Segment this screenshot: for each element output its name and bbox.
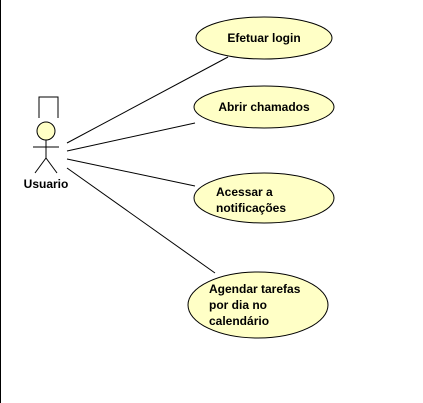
use-case-label: notificações bbox=[216, 201, 286, 215]
actor-usuario[interactable]: Usuario bbox=[24, 96, 69, 191]
association-login bbox=[66, 56, 229, 144]
use-case-agendar-tarefas[interactable]: Agendar tarefas por dia no calendário bbox=[187, 271, 329, 339]
use-case-ellipse bbox=[193, 85, 335, 129]
use-case-ellipse bbox=[187, 271, 329, 339]
associations bbox=[66, 56, 229, 274]
use-case-abrir-chamados[interactable]: Abrir chamados bbox=[193, 85, 335, 129]
actor-name: Usuario bbox=[24, 177, 69, 191]
use-case-label: calendário bbox=[209, 314, 269, 328]
association-notificacoes bbox=[66, 158, 196, 187]
association-tarefas bbox=[66, 167, 216, 274]
use-case-efetuar-login[interactable]: Efetuar login bbox=[195, 16, 333, 60]
use-case-label: Acessar a bbox=[216, 185, 273, 199]
use-case-label: por dia no bbox=[209, 298, 267, 312]
use-case-label: Abrir chamados bbox=[218, 100, 310, 114]
stick-figure-actor-icon bbox=[33, 96, 59, 174]
diagram-frame-edge bbox=[0, 0, 1, 403]
use-case-label: Agendar tarefas bbox=[209, 282, 301, 296]
association-chamados bbox=[66, 122, 196, 152]
use-case-ellipse bbox=[193, 172, 335, 224]
use-case-ellipse bbox=[195, 16, 333, 60]
use-case-label: Efetuar login bbox=[227, 31, 300, 45]
use-case-acessar-notificacoes[interactable]: Acessar a notificações bbox=[193, 172, 335, 224]
